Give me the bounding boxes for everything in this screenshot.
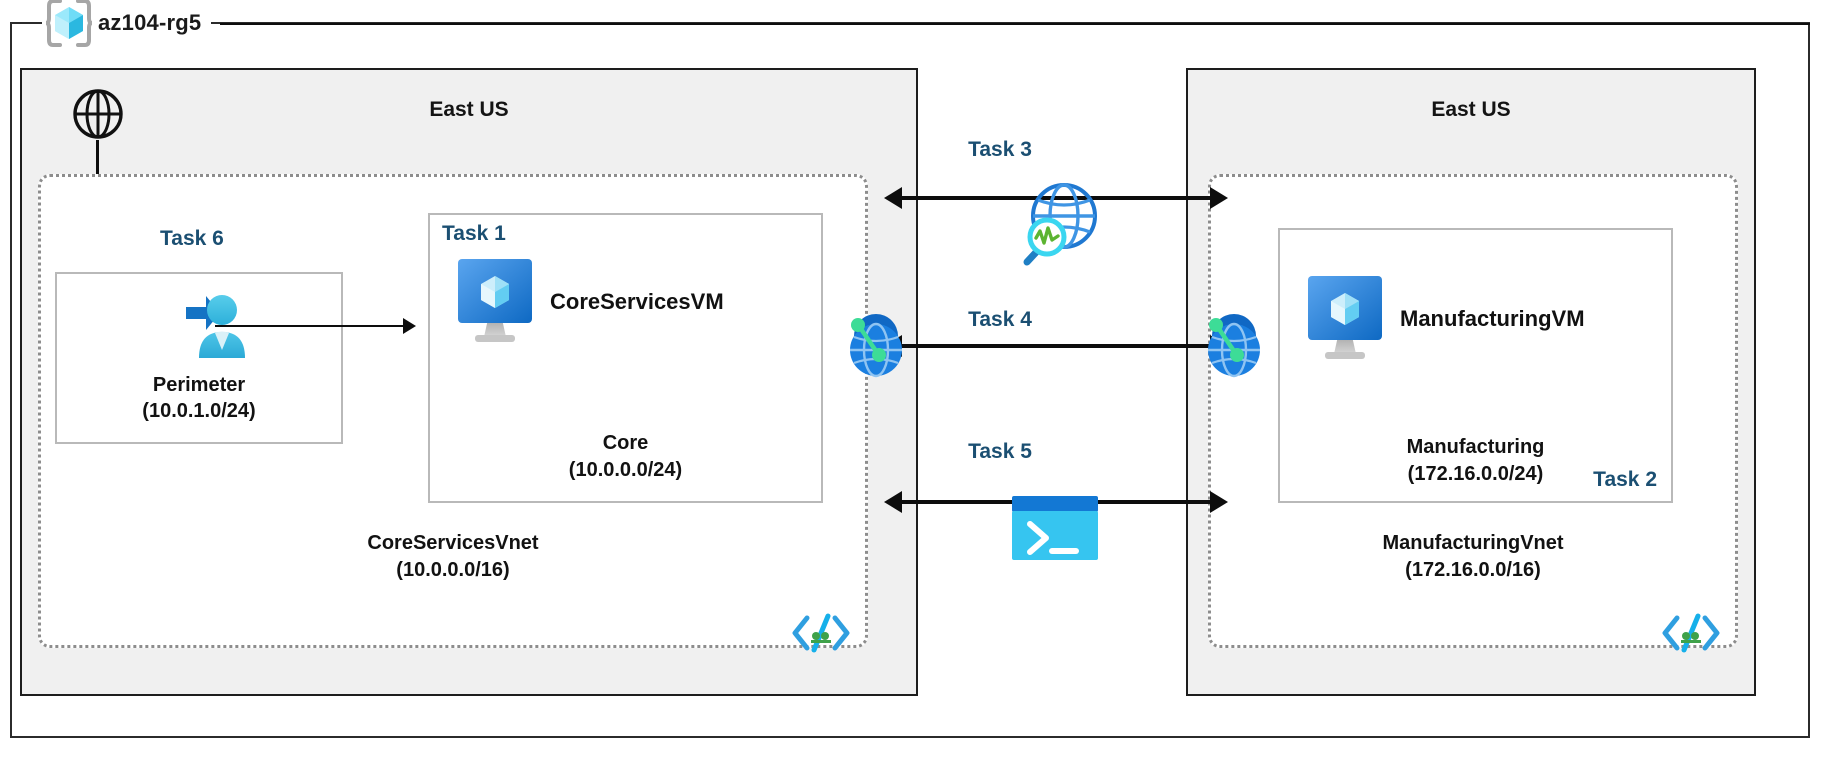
task5-arrow-left xyxy=(884,491,902,513)
region-title-right: East US xyxy=(1431,98,1511,121)
task3-arrow-right xyxy=(1210,187,1228,209)
vnet-manufacturingvnet-name: ManufacturingVnet xyxy=(1382,532,1564,555)
vnet-coreservicesvnet-label: CoreServicesVnet (10.0.0.0/16) xyxy=(41,530,865,583)
subnet-perimeter-cidr: (10.0.1.0/24) xyxy=(142,400,256,423)
subnet-core: CoreServicesVM Core (10.0.0.0/24) xyxy=(428,213,823,503)
vnet-manufacturingvnet-cidr: (172.16.0.0/16) xyxy=(1405,558,1541,581)
subnet-core-name: Core xyxy=(602,432,649,455)
subnet-perimeter-caption: Perimeter (10.0.1.0/24) xyxy=(57,372,341,425)
task-label-4: Task 4 xyxy=(968,308,1032,331)
task-label-5: Task 5 xyxy=(968,440,1032,463)
subnet-manufacturing-cidr: (172.16.0.0/24) xyxy=(1407,462,1544,485)
resource-group-header: az104-rg5 xyxy=(42,0,212,48)
code-template-icon xyxy=(1660,612,1722,654)
vnet-manufacturingvnet-label: ManufacturingVnet (172.16.0.0/16) xyxy=(1211,530,1735,583)
task-label-3: Task 3 xyxy=(968,138,1032,161)
task-label-1: Task 1 xyxy=(442,222,506,245)
resource-group-cube-icon xyxy=(45,0,93,48)
perimeter-to-core-arrow xyxy=(403,318,416,334)
subnet-manufacturing-caption: Manufacturing (172.16.0.0/24) xyxy=(1280,434,1671,487)
vnet-coreservicesvnet-cidr: (10.0.0.0/16) xyxy=(396,558,510,581)
virtual-machine-icon xyxy=(458,259,532,345)
core-vm-name: CoreServicesVM xyxy=(550,289,724,314)
subnet-perimeter-name: Perimeter xyxy=(152,374,246,396)
vnet-peering-icon xyxy=(1200,310,1272,382)
task3-arrow-left xyxy=(884,187,902,209)
network-watcher-globe-icon xyxy=(1008,178,1100,270)
subnet-core-caption: Core (10.0.0.0/24) xyxy=(430,430,821,483)
core-vm-row: CoreServicesVM xyxy=(458,259,724,345)
vnet-peering-icon xyxy=(842,310,914,382)
code-template-icon xyxy=(790,612,852,654)
task5-arrow-right xyxy=(1210,491,1228,513)
task-label-6: Task 6 xyxy=(160,227,224,250)
header-rule xyxy=(220,23,1810,25)
perimeter-to-core-line xyxy=(215,325,403,327)
region-title-left: East US xyxy=(429,98,509,121)
manufacturing-vm-row: ManufacturingVM xyxy=(1308,276,1585,362)
bastion-user-icon xyxy=(169,288,255,362)
virtual-machine-icon xyxy=(1308,276,1382,362)
subnet-perimeter: Perimeter (10.0.1.0/24) xyxy=(55,272,343,444)
task3-connector-line xyxy=(898,196,1214,200)
cloud-shell-terminal-icon xyxy=(1012,496,1098,560)
task4-connector-line xyxy=(898,344,1214,348)
resource-group-name: az104-rg5 xyxy=(98,10,202,35)
subnet-manufacturing: Task 2 ManufacturingVM Manufacturing (17… xyxy=(1278,228,1673,503)
task-label-2: Task 2 xyxy=(1593,468,1657,491)
subnet-manufacturing-name: Manufacturing xyxy=(1406,436,1545,459)
vnet-coreservicesvnet-name: CoreServicesVnet xyxy=(367,532,539,555)
subnet-core-cidr: (10.0.0.0/24) xyxy=(568,458,683,481)
globe-icon xyxy=(72,88,124,140)
manufacturing-vm-name: ManufacturingVM xyxy=(1400,306,1585,331)
